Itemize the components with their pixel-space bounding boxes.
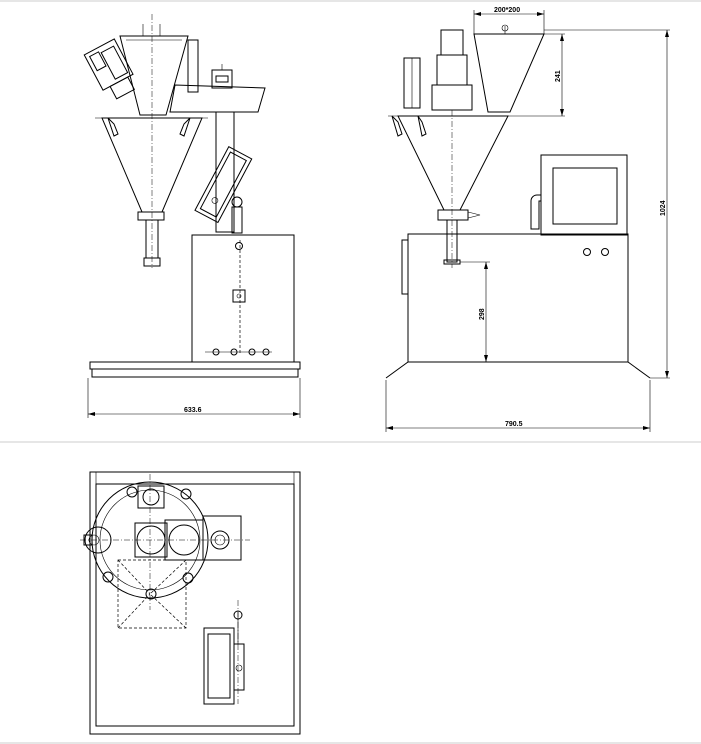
front-width-dimension: 790.5 <box>505 421 523 428</box>
hopper-top-dimension: 200*200 <box>494 7 520 14</box>
side-width-dimension: 633.6 <box>184 407 202 414</box>
front-elevation-view: 200*200 241 1024 298 790.5 <box>385 7 670 432</box>
total-height-dimension: 1024 <box>660 200 667 216</box>
side-elevation-view: 633.6 <box>83 14 301 418</box>
plan-view <box>80 471 301 735</box>
outlet-height-dimension: 298 <box>479 308 486 320</box>
hopper-height-dimension: 241 <box>555 70 562 82</box>
